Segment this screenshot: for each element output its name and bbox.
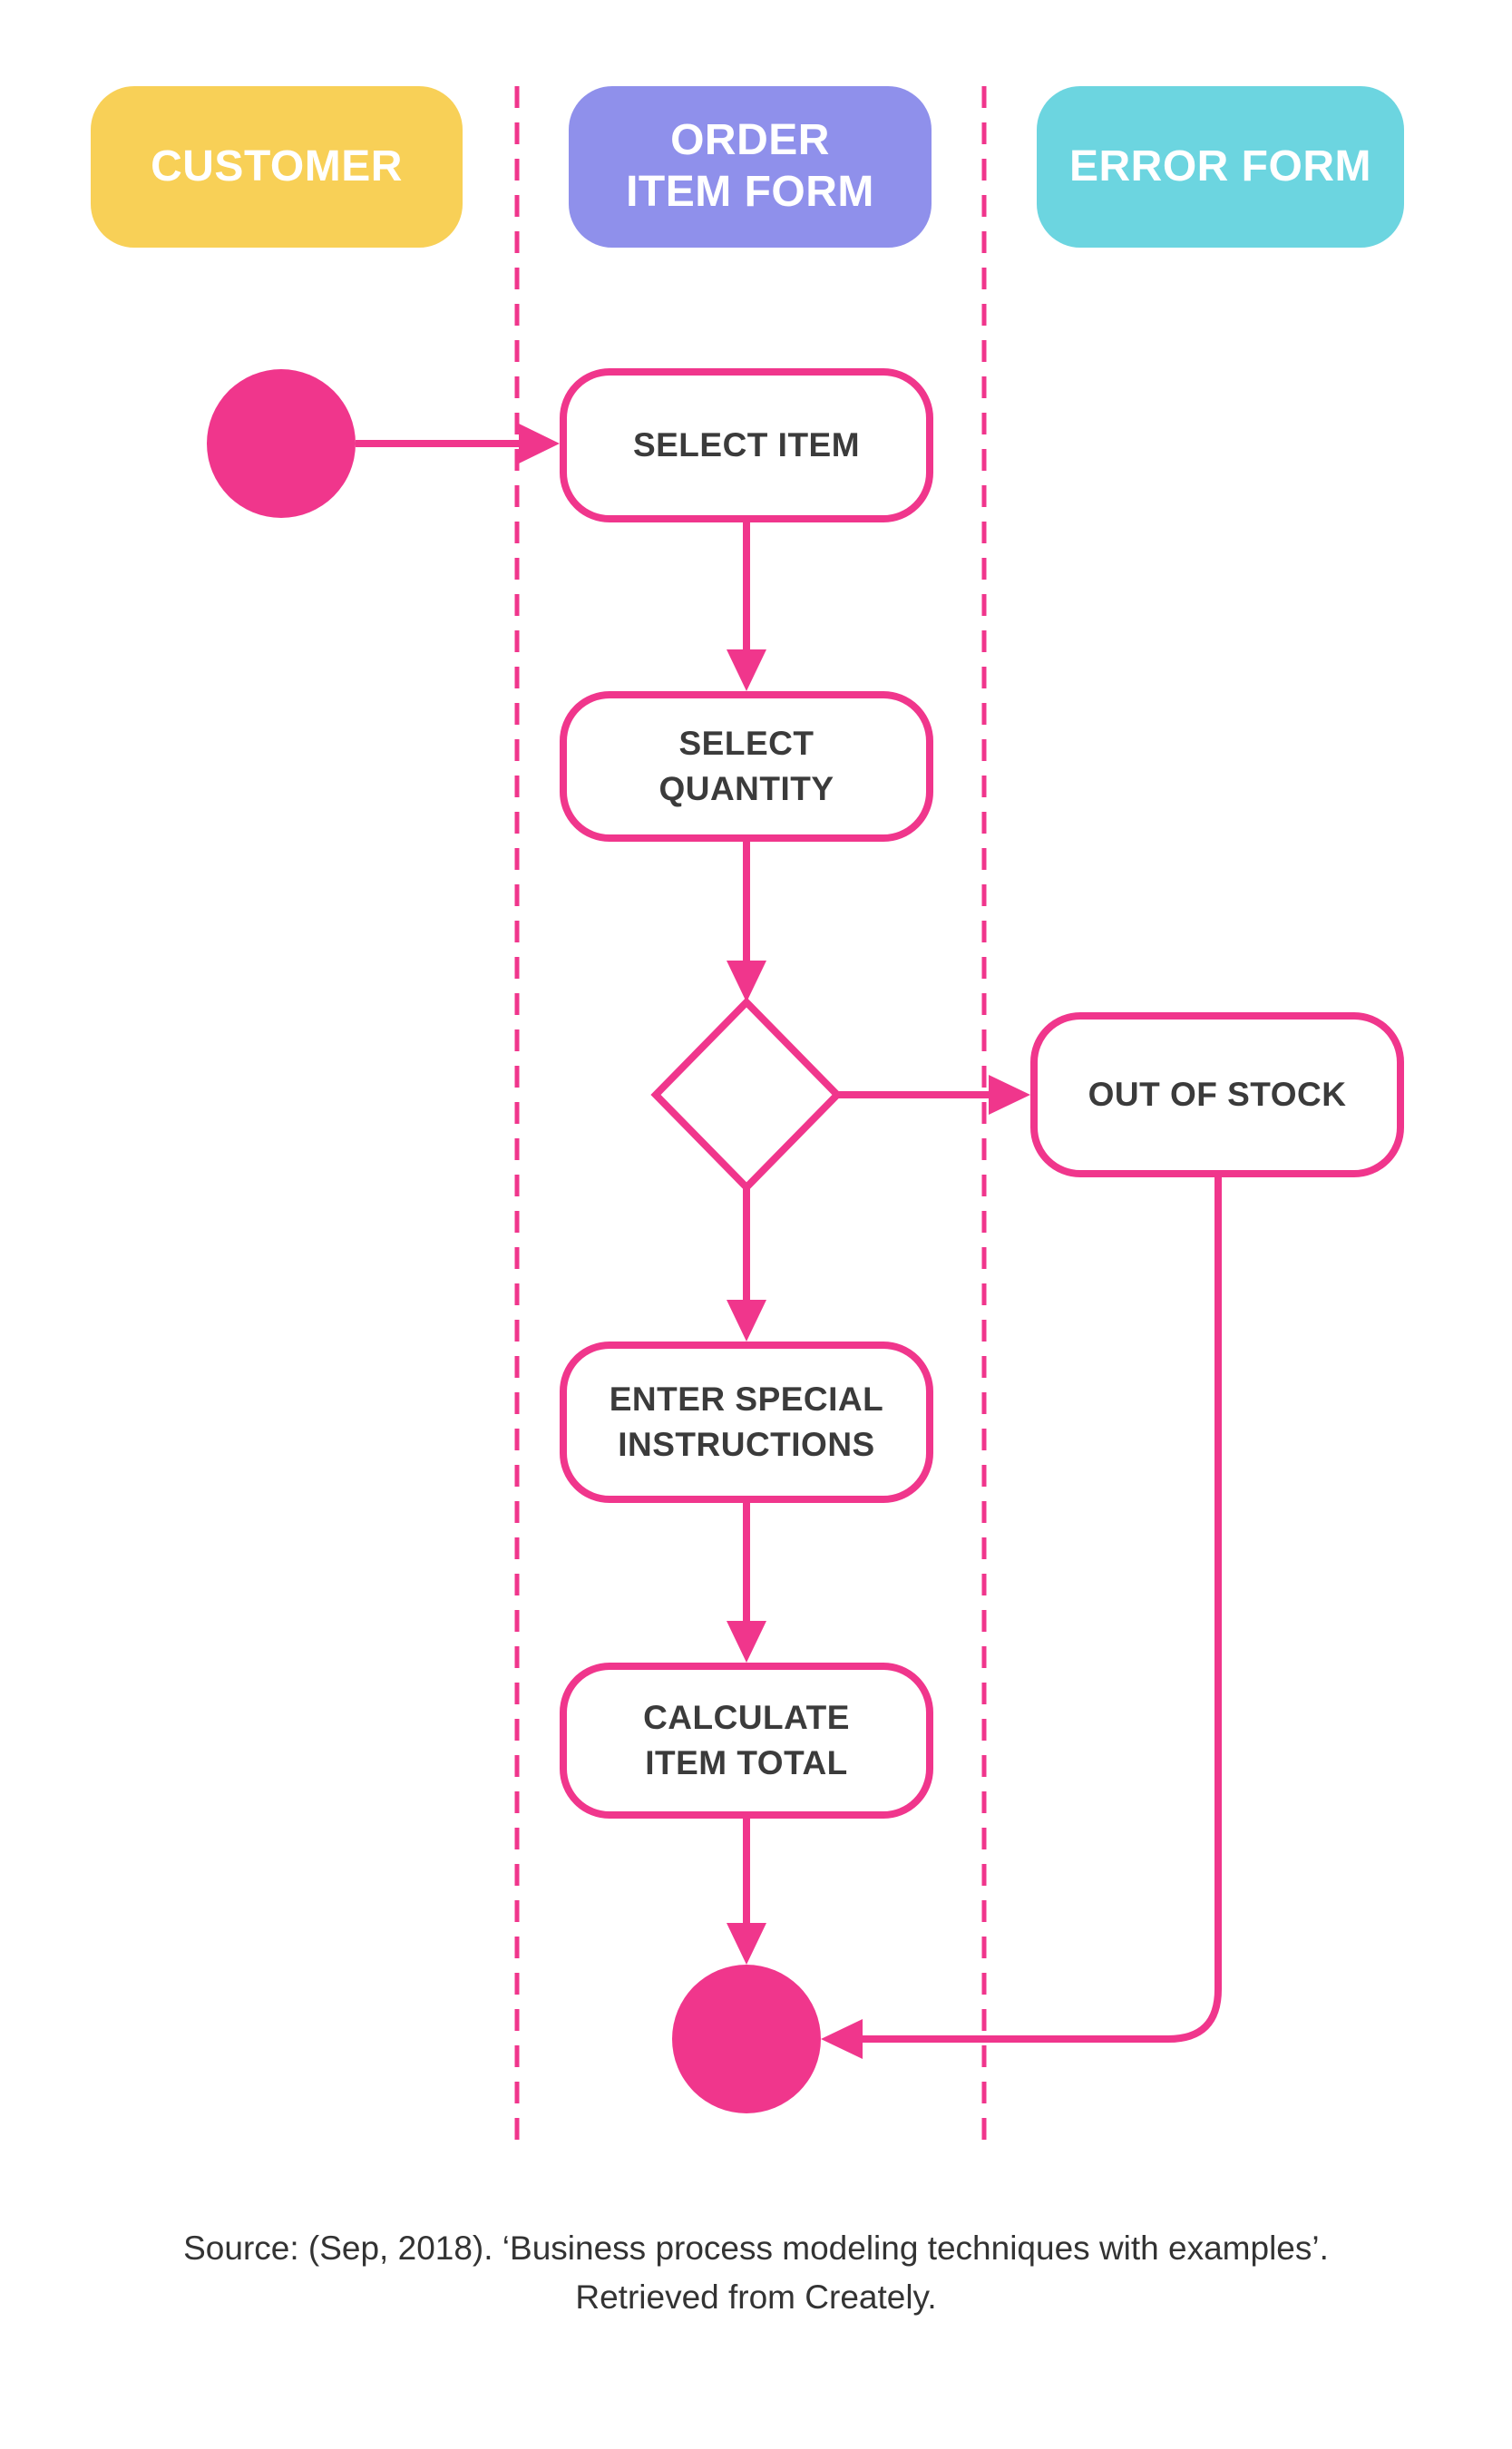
lane-header-customer: CUSTOMER (91, 86, 463, 248)
decision-diamond (650, 997, 843, 1193)
flow-node-select-item-label: SELECT ITEM (632, 426, 861, 464)
flow-node-enter-special-instructions-label: ENTER SPECIAL INSTRUCTIONS (609, 1381, 884, 1463)
start-node-circle (207, 369, 356, 518)
flow-node-calculate-item-total-label: CALCULATE ITEM TOTAL (643, 1699, 850, 1781)
start-to-select-item-arrow-icon (519, 424, 560, 463)
source-caption: Source: (Sep, 2018). ‘Business process m… (183, 2229, 1329, 2316)
decision-to-out-of-stock-arrow-icon (989, 1075, 1030, 1115)
flow-node-out-of-stock-label: OUT OF STOCK (1088, 1076, 1347, 1114)
flow-node-select-item: SELECT ITEM (560, 368, 933, 522)
out-of-stock-to-end-arrow-icon (821, 2019, 863, 2059)
lane-header-customer-label: CUSTOMER (151, 141, 403, 190)
flow-node-out-of-stock: OUT OF STOCK (1030, 1012, 1404, 1177)
select-item-to-quantity-arrow-icon (727, 649, 766, 691)
quantity-to-decision-arrow-icon (727, 961, 766, 1002)
lane-header-order-item-form: ORDER ITEM FORM (569, 86, 932, 248)
instructions-to-calculate-arrow-icon (727, 1621, 766, 1663)
lane-header-error-form-label: ERROR FORM (1069, 141, 1371, 190)
out-of-stock-to-end-line (863, 1177, 1222, 2043)
lane-header-order-item-form-label: ORDER ITEM FORM (626, 116, 874, 216)
flow-node-select-quantity-label: SELECT QUANTITY (658, 725, 834, 807)
flow-node-calculate-item-total: CALCULATE ITEM TOTAL (560, 1663, 933, 1819)
flow-node-enter-special-instructions: ENTER SPECIAL INSTRUCTIONS (560, 1342, 933, 1503)
flow-node-select-quantity: SELECT QUANTITY (560, 691, 933, 842)
lane-header-error-form: ERROR FORM (1037, 86, 1404, 248)
end-node-circle (672, 1965, 821, 2113)
calculate-to-end-arrow-icon (727, 1923, 766, 1965)
decision-to-instructions-arrow-icon (727, 1300, 766, 1342)
